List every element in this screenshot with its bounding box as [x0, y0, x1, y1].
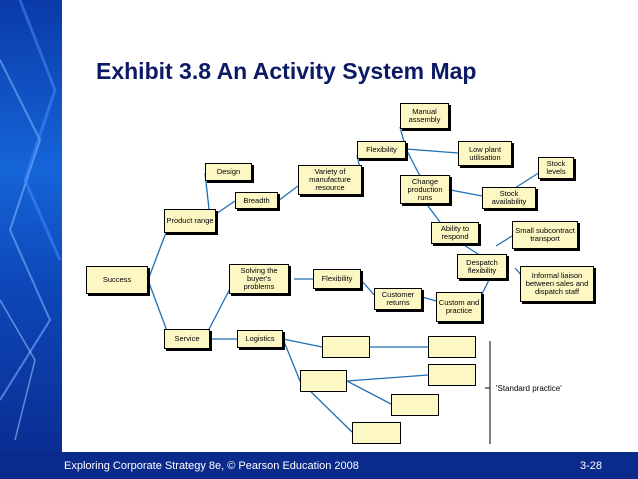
node-change-production-runs: Change production runs [400, 175, 450, 204]
node-low-plant-utilisation: Low plant utilisation [458, 141, 512, 166]
page-number: 3-28 [580, 460, 603, 472]
node-solving-buyers-problems: Solving the buyer's problems [229, 264, 289, 294]
node-flexibility-top: Flexibility [357, 141, 406, 159]
node-stock-levels: Stock levels [538, 157, 574, 179]
blank-box-2 [428, 336, 476, 358]
node-stock-availability: Stock availability [482, 187, 536, 209]
blank-box-5 [391, 394, 439, 416]
node-design: Design [205, 163, 252, 181]
blank-box-6 [352, 422, 401, 444]
blank-box-1 [322, 336, 370, 358]
node-informal-liaison: Informal liaison between sales and dispa… [520, 266, 594, 302]
node-manual-assembly: Manual assembly [400, 103, 449, 129]
node-flexibility-mid: Flexibility [313, 269, 361, 289]
footer-copyright: Exploring Corporate Strategy 8e, © Pears… [64, 460, 359, 472]
node-logistics: Logistics [237, 330, 283, 348]
node-service: Service [164, 329, 210, 349]
decorative-sidebar [0, 0, 62, 479]
standard-practice-label: 'Standard practice' [496, 384, 562, 393]
blank-box-3 [300, 370, 347, 392]
node-small-subcontract-transport: Small subcontract transport [512, 221, 578, 249]
node-custom-and-practice: Custom and practice [436, 292, 482, 322]
sidebar-decoration [0, 0, 62, 441]
node-success: Success [86, 266, 148, 294]
node-product-range: Product range [164, 209, 216, 233]
node-variety-manufacture: Variety of manufacture resource [298, 165, 362, 195]
footer-bar [0, 452, 638, 479]
blank-box-4 [428, 364, 476, 386]
node-despatch-flexibility: Despatch flexibility [457, 254, 507, 279]
node-ability-to-respond: Ability to respond [431, 222, 479, 244]
node-breadth: Breadth [235, 192, 278, 209]
node-customer-returns: Customer returns [374, 288, 422, 310]
slide-title: Exhibit 3.8 An Activity System Map [96, 58, 477, 84]
